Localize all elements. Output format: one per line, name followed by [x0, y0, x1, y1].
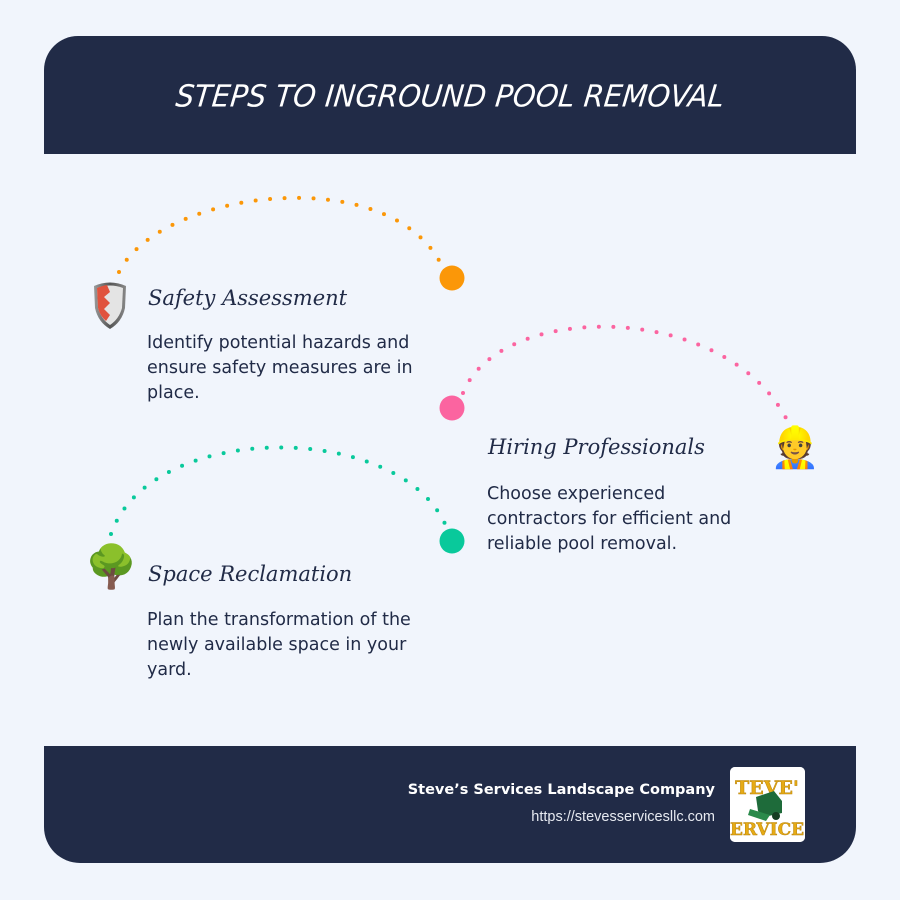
step-description: Plan the transformation of the newly ava…: [147, 610, 411, 680]
orange-step-dot: [439, 265, 465, 291]
step-description: Choose experienced contractors for effic…: [487, 484, 732, 554]
shield-icon: [94, 282, 126, 329]
svg-text:ERVICE: ERVICE: [730, 820, 804, 840]
company-url[interactable]: https://stevesservicesllc.com: [531, 809, 715, 825]
teal-step-dot: [439, 528, 465, 554]
pink-step-dot: [439, 395, 465, 421]
header-banner: STEPS TO INGROUND POOL REMOVAL: [44, 36, 856, 154]
orange-dotted-arc: [117, 195, 444, 274]
step-title: Hiring Professionals: [488, 435, 705, 459]
teal-dotted-arc: [109, 445, 448, 536]
page-title: STEPS TO INGROUND POOL REMOVAL: [174, 78, 726, 114]
step-title: Safety Assessment: [148, 286, 348, 310]
tree-icon: 🌳: [85, 542, 138, 591]
footer-banner: Steve’s Services Landscape Company https…: [44, 746, 856, 863]
construction-worker-icon: 👷: [770, 425, 820, 471]
pink-dotted-arc: [461, 324, 791, 426]
company-name: Steve’s Services Landscape Company: [407, 782, 715, 798]
step-title: Space Reclamation: [148, 562, 353, 586]
svg-text:TEVE': TEVE': [735, 777, 799, 799]
company-logo: TEVE' ERVICE: [730, 767, 805, 842]
step-description: Identify potential hazards and ensure sa…: [147, 333, 413, 403]
skid-steer-logo-icon: TEVE' ERVICE: [730, 767, 805, 842]
